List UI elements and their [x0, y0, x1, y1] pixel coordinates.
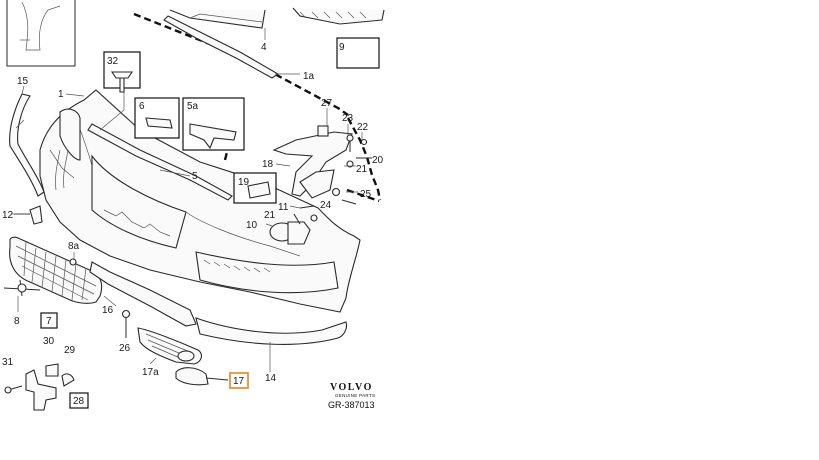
callout-17a: 17a: [142, 367, 159, 378]
callout-10: 10: [246, 220, 258, 231]
callout-box-7: [40, 312, 58, 329]
brand-sublabel: GENUINE PARTS: [335, 393, 375, 398]
fastener-25-24: [331, 187, 357, 205]
part-fog-cover-17: [175, 367, 229, 386]
fastener-26: [121, 309, 131, 338]
callout-11: 11: [278, 202, 289, 213]
part-lower-strip-16: [89, 261, 197, 327]
callout-23: 23: [342, 113, 354, 124]
callout-12: 12: [2, 210, 14, 221]
callout-20: 20: [372, 155, 384, 166]
callout-6: 6: [139, 101, 145, 112]
callout-30: 30: [43, 336, 55, 347]
callout-32: 32: [107, 56, 119, 67]
volvo-logo: VOLVO: [330, 382, 373, 393]
part-radiator-top: [292, 7, 385, 25]
callout-27: 27: [321, 98, 333, 109]
callout-5: 5: [192, 171, 198, 182]
callout-1: 1: [58, 89, 64, 100]
callout-8: 8: [14, 316, 20, 327]
callout-31: 31: [2, 357, 14, 368]
callout-22: 22: [357, 122, 369, 133]
callout-14: 14: [265, 373, 277, 384]
part-grille: [9, 236, 103, 304]
part-side-trim-15: [9, 93, 45, 197]
diagram-reference: GR-387013: [328, 400, 375, 410]
inset-detail-panel: [6, 0, 76, 67]
part-top-molding-1a: [163, 15, 280, 79]
callout-4: 4: [261, 42, 267, 53]
brand-block: VOLVO GENUINE PARTS GR-387013: [328, 382, 375, 410]
callout-box-28: [69, 392, 89, 409]
fastener-11: [299, 205, 318, 222]
callout-21-upper: 21: [356, 164, 368, 175]
callout-5a: 5a: [187, 101, 199, 112]
callout-9: 9: [339, 42, 345, 53]
part-fog-lamp-10: [269, 213, 311, 245]
callout-24: 24: [320, 200, 332, 211]
callout-28: 28: [73, 396, 85, 407]
callout-29: 29: [64, 345, 76, 356]
part-fog-grille-17a: [137, 327, 203, 365]
leader-lines: [12, 28, 363, 372]
callout-box-9: [336, 37, 380, 69]
callout-16: 16: [102, 305, 114, 316]
callout-19: 19: [238, 177, 250, 188]
callout-15: 15: [17, 76, 29, 87]
fastener-23-22-20: [346, 134, 372, 168]
part-grille-emblem-8: [3, 279, 41, 297]
callout-25: 25: [360, 189, 372, 200]
fastener-30-29-31: [4, 363, 75, 394]
callout-21-lower: 21: [264, 210, 276, 221]
callout-box-6: [134, 97, 180, 139]
part-upper-grille-strip: [169, 9, 266, 29]
part-bracket-18: [272, 125, 353, 199]
callout-18: 18: [262, 159, 274, 170]
callout-1a: 1a: [303, 71, 315, 82]
callout-17[interactable]: 17: [233, 376, 245, 387]
part-spoiler-14: [195, 317, 348, 345]
callout-box-17-highlighted[interactable]: [229, 372, 249, 389]
callout-8a: 8a: [68, 241, 80, 252]
part-bracket-28: [25, 369, 57, 411]
callout-26: 26: [119, 343, 131, 354]
fastener-12: [14, 205, 43, 225]
fastener-8a: [69, 258, 77, 266]
callout-7: 7: [46, 316, 52, 327]
part-grille-strip-5: [87, 123, 233, 201]
